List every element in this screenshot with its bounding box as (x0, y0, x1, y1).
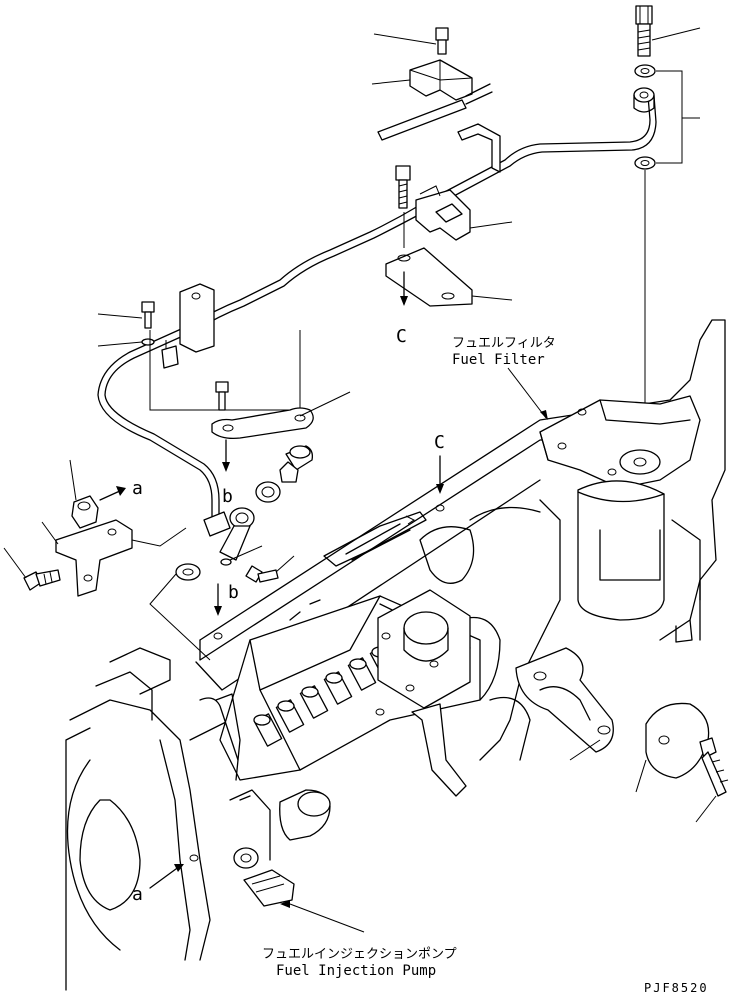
injection-pump-label-en: Fuel Injection Pump (276, 963, 436, 979)
fuel-filter (539, 395, 701, 641)
pipe-segment-top (377, 99, 467, 141)
pipe-clamp-lower (203, 511, 231, 537)
pipe-bracket-upper (457, 123, 501, 173)
washer-left-upper (141, 338, 155, 346)
banjo-fitting-lower (219, 507, 255, 561)
bolt-left-upper (141, 301, 155, 329)
pipe-clip-left (179, 283, 215, 353)
bolt-small-right (245, 565, 279, 583)
fuel-injection-pump (199, 589, 481, 907)
spacer-block (71, 495, 99, 529)
clamp-top (409, 59, 473, 101)
bolt-clamp-top (435, 27, 449, 55)
bolt-bracket-left (23, 569, 61, 591)
leader-fuel-filter (507, 367, 547, 419)
bolt-middle (395, 165, 411, 209)
arrow-ref-a-block (149, 865, 181, 889)
leader-injection-pump (289, 903, 365, 933)
bracket-middle (385, 247, 473, 307)
leader-bolt-top-right (651, 27, 701, 41)
washer-small (220, 558, 232, 566)
cover-plate (645, 702, 710, 779)
ref-label-b-lower: b (228, 582, 239, 603)
clamp-middle (415, 185, 471, 241)
bolt-top-right (635, 5, 653, 57)
ref-label-a-block: a (132, 884, 143, 905)
washer-upper (634, 64, 656, 78)
ref-label-a-spacer: a (132, 478, 143, 499)
gasket-cover (515, 647, 614, 753)
leader-clamp-middle (469, 221, 513, 229)
leader-bracket-middle (471, 295, 513, 301)
leader-bracket-right (656, 70, 700, 164)
bracket-left (55, 519, 133, 597)
banjo-fitting-upper (633, 87, 655, 113)
leader-spacer (69, 459, 77, 501)
leader-cover-plate (635, 759, 647, 793)
leader-bracket-left (41, 521, 59, 545)
washer-lower (634, 156, 656, 170)
fuel-return-pipe (97, 95, 657, 521)
leader-bolt-clamp-top (373, 33, 437, 45)
leader-clamp-top (371, 79, 411, 85)
leader-gasket (569, 739, 601, 761)
hollow-plug (279, 445, 314, 483)
fuel-filter-label-jp: フュエルフィルタ (452, 336, 556, 351)
fuel-filter-label-en: Fuel Filter (452, 352, 545, 368)
leader-bolt-bracket-left (3, 547, 27, 579)
leader-strap-plate (299, 391, 351, 417)
injection-pump-label-jp: フュエルインジェクションポンプ (262, 947, 457, 962)
leader-bolt-small (275, 555, 295, 573)
leader-washer-left (97, 341, 143, 347)
ref-label-c-head: C (434, 432, 445, 453)
strap-plate (211, 407, 314, 440)
gasket-ring (255, 481, 281, 503)
bolt-cover-plate (699, 737, 729, 797)
ref-label-b-upper: b (222, 486, 233, 507)
washer-large-left (175, 563, 201, 581)
bolt-strap (215, 381, 229, 411)
ref-label-c-bracket: C (396, 326, 407, 347)
leader-bolt-left-upper (97, 313, 143, 319)
leader-bolt-cover-plate (695, 795, 717, 823)
drawing-code: PJF8520 (644, 981, 709, 995)
